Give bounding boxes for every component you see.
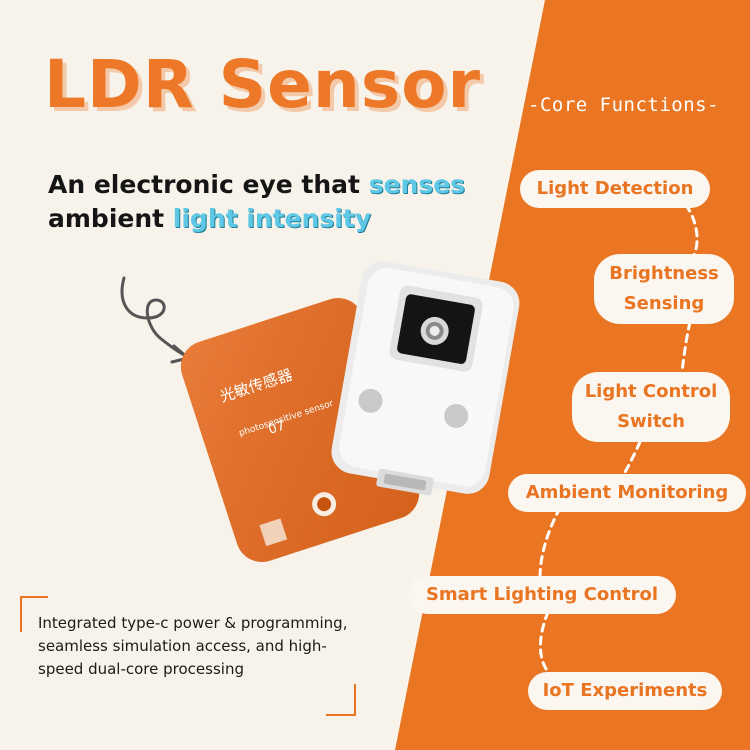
core-functions-title: -Core Functions- [528,94,720,116]
subtitle-highlight-2: light intensity [172,204,372,233]
function-pill-light-control-switch: Light Control Switch [572,372,730,442]
description-bracket-top-left [20,596,48,632]
function-pill-label: Light Detection [536,178,694,199]
subtitle: An electronic eye that senses ambient li… [48,168,465,236]
function-pill-label-line1: Brightness [609,263,719,284]
function-pill-light-detection: Light Detection [520,170,710,208]
function-pill-label: Smart Lighting Control [425,584,659,605]
function-pill-label-line2: Sensing [623,293,705,314]
module-number-label: 07 [267,418,287,437]
page-title: LDR Sensor [44,46,482,123]
function-pill-label-line2: Switch [617,411,685,432]
subtitle-highlight-1: senses [368,170,466,199]
function-pill-label: IoT Experiments [542,680,708,701]
subtitle-text-2: ambient [48,204,173,233]
function-pill-iot-experiments: IoT Experiments [528,672,722,710]
function-pill-ambient-monitoring: Ambient Monitoring [508,474,746,512]
subtitle-text-1: An electronic eye that [48,170,369,199]
function-pill-brightness-sensing: Brightness Sensing [594,254,734,324]
function-pill-smart-lighting-control: Smart Lighting Control [408,576,676,614]
function-pill-label-line1: Light Control [584,381,718,402]
product-description: Integrated type-c power & programming, s… [38,614,348,678]
function-pill-label: Ambient Monitoring [525,482,729,503]
description-bracket-bottom-right [326,684,356,716]
